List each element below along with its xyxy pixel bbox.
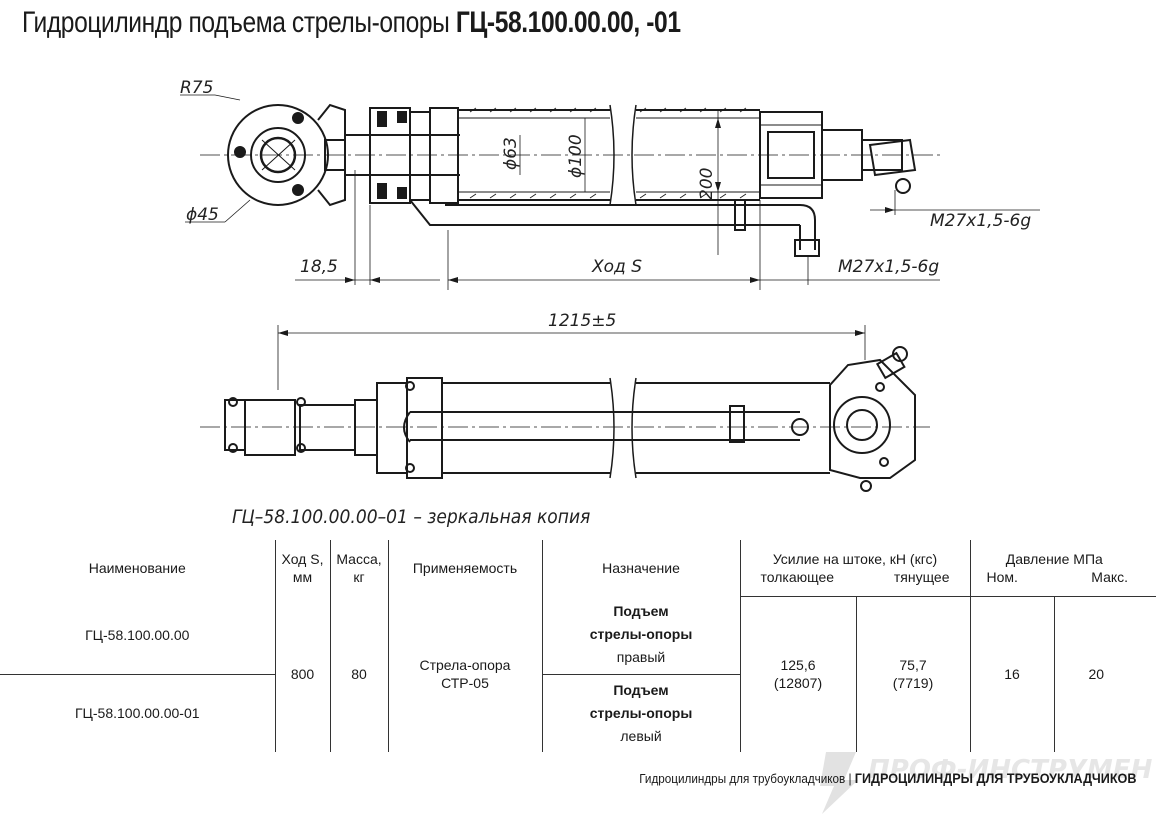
header-purpose: Назначение — [542, 540, 741, 596]
header-force-push: толкающее — [760, 569, 835, 585]
dim-d100: ϕ100 — [566, 134, 586, 178]
cell-stroke: 800 — [275, 596, 331, 752]
dim-stroke: Ход S — [591, 257, 642, 277]
title-model: ГЦ-58.100.00.00, -01 — [455, 6, 681, 39]
row-name-2: ГЦ-58.100.00.00-01 — [0, 674, 276, 752]
footer: Гидроцилиндры для трубоукладчиков | ГИДР… — [638, 770, 1136, 786]
dim-length: 1215±5 — [548, 311, 616, 331]
cell-p-max: 20 — [1088, 666, 1105, 682]
dim-d63: ϕ63 — [501, 137, 521, 170]
footer-left: Гидроцилиндры для трубоукладчиков — [638, 771, 845, 786]
technical-drawing: R75 ϕ45 ϕ63 ϕ100 200 M27x1,5-6g M27x1,5-… — [180, 78, 1040, 492]
title-prefix: Гидроцилиндр подъема стрелы-опоры — [22, 6, 450, 39]
drawing-caption: ГЦ–58.100.00.00–01 – зеркальная копия — [232, 506, 591, 528]
header-stroke: Ход S,мм — [275, 540, 331, 596]
dim-r75: R75 — [180, 78, 213, 98]
header-force-pull: тянущее — [893, 569, 950, 585]
header-pressure-max: Макс. — [1091, 569, 1129, 585]
header-applicability: Применяемость — [388, 540, 543, 596]
header-name: Наименование — [0, 540, 276, 596]
spec-table: Наименование Ход S,мм Масса,кг Применяем… — [0, 540, 1156, 752]
dim-d45: ϕ45 — [186, 205, 219, 225]
page-title: Гидроцилиндр подъема стрелы-опоры ГЦ-58.… — [22, 6, 681, 40]
header-pressure: Давление МПа Ном. Макс. — [986, 551, 1129, 585]
dim-200: 200 — [697, 168, 717, 200]
cell-mass: 80 — [330, 596, 389, 752]
row-name-1: ГЦ-58.100.00.00 — [0, 596, 276, 675]
dim-thread-top: M27x1,5-6g — [930, 211, 1031, 231]
cell-pull: 75,7(7719) — [856, 596, 971, 752]
footer-right: ГИДРОЦИЛИНДРЫ ДЛЯ ТРУБОУКЛАДЧИКОВ — [854, 770, 1136, 786]
dim-18-5: 18,5 — [300, 257, 338, 277]
header-mass: Масса,кг — [330, 540, 389, 596]
dim-thread-bottom: M27x1,5-6g — [838, 257, 939, 277]
header-force: Усилие на штоке, кН (кгс) толкающее тяну… — [740, 540, 971, 596]
cell-push: 125,6(12807) — [740, 596, 857, 752]
header-pressure-nom: Ном. — [986, 569, 1018, 585]
cell-p-nom: 16 — [970, 596, 1055, 752]
